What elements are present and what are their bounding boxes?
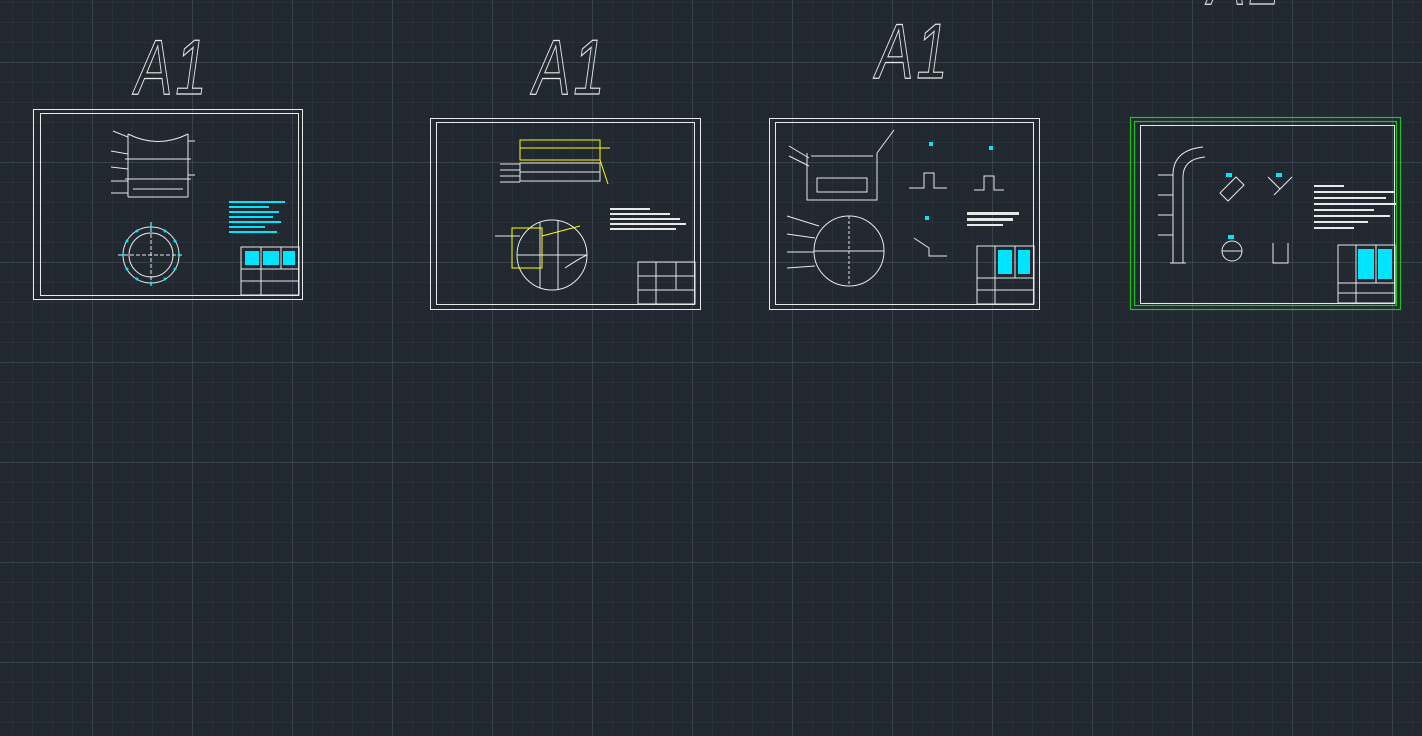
sheet-1-label: A1 xyxy=(135,23,210,111)
drawing-sheet-4-selected[interactable] xyxy=(1128,115,1404,313)
sheet-3-drawing xyxy=(769,118,1040,310)
sheet-1-drawing xyxy=(33,109,303,300)
drawing-sheet-1[interactable] xyxy=(33,109,303,300)
sheet-2-drawing xyxy=(430,118,701,310)
drawing-sheet-2[interactable] xyxy=(430,118,701,310)
drawing-sheet-3[interactable] xyxy=(769,118,1040,310)
sheet-4-drawing xyxy=(1129,116,1402,311)
sheet-2-label: A1 xyxy=(533,23,608,111)
sheet-4-label: A1 xyxy=(1208,0,1282,17)
sheet-3-label: A1 xyxy=(876,7,951,95)
